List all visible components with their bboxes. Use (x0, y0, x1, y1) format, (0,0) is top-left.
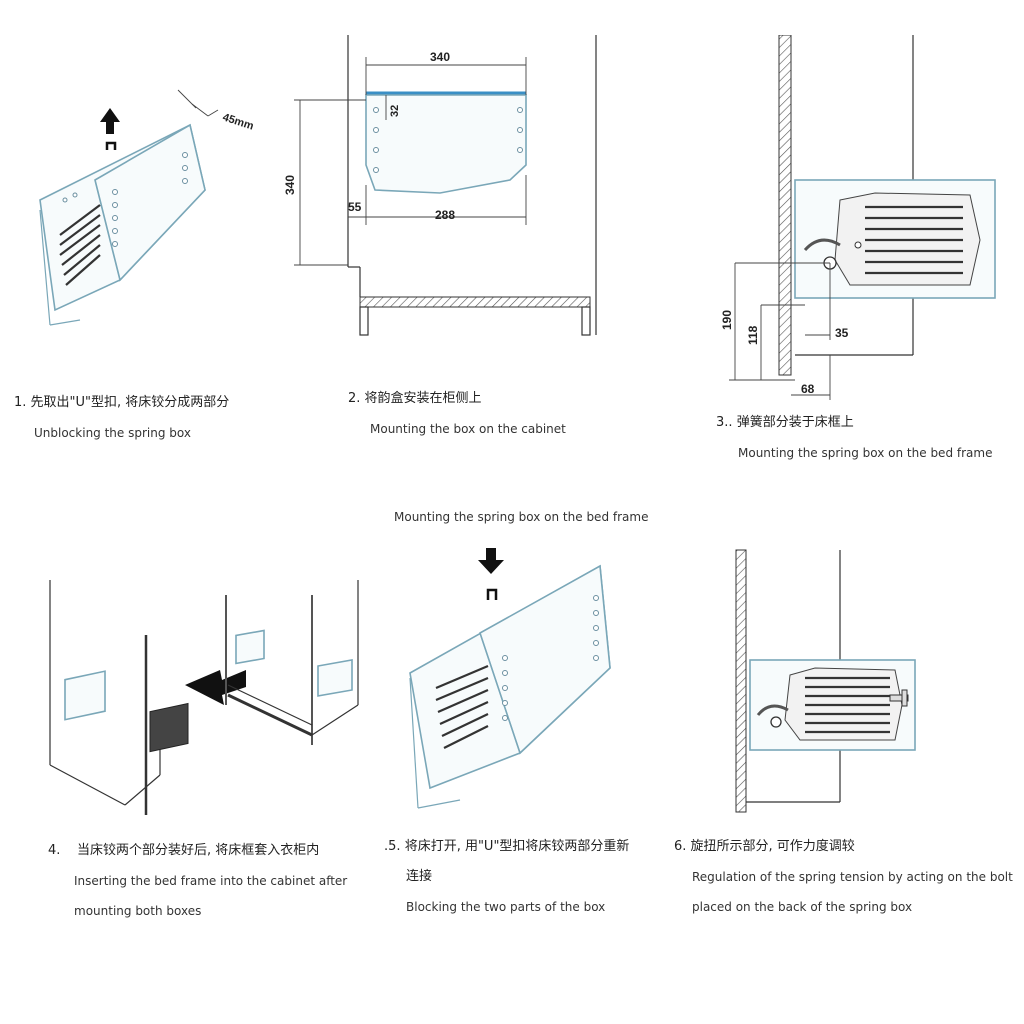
tension-bolt-icon (889, 689, 909, 707)
step1-diagram: 45mm (20, 70, 280, 350)
top-caption: Mounting the spring box on the bed frame (394, 502, 648, 532)
step-number: 3.. (716, 415, 733, 430)
dim-190: 190 (720, 310, 734, 330)
dim-55: 55 (348, 200, 362, 214)
step-title-en: Blocking the two parts of the box (406, 900, 606, 914)
step3-diagram: 190 118 35 68 (715, 34, 1005, 405)
arrow-up-icon (100, 108, 120, 134)
step-title-zh: 先取出"U"型扣, 将床铰分成两部分 (30, 395, 230, 410)
step-title-en-line2: placed on the back of the spring box (692, 900, 913, 914)
step-title-zh: 旋扭所示部分, 可作力度调较 (690, 839, 855, 854)
step-title-zh: 将韵盒安装在柜侧上 (364, 391, 482, 406)
spring-bundle (805, 676, 890, 734)
step-title-zh: 当床铰两个部分装好后, 将床框套入衣柜内 (76, 843, 320, 858)
dim-32: 32 (389, 105, 401, 117)
u-clip-icon (486, 588, 498, 600)
dim-45mm: 45mm (221, 111, 255, 132)
arrow-down-icon (478, 548, 504, 574)
step-title-en-line2: mounting both boxes (74, 904, 202, 918)
box-right (235, 629, 265, 665)
step-number: .5. (384, 839, 401, 854)
mounting-box (365, 94, 527, 194)
step-title-zh-line2: 连接 (406, 869, 433, 884)
box-left (64, 670, 106, 721)
step-title-en: Mounting the spring box on the bed frame (738, 446, 993, 460)
cabinet-shelf (359, 296, 591, 308)
step-title-en: Regulation of the spring tension by acti… (692, 870, 1013, 884)
step2-caption: 2. 将韵盒安装在柜侧上 Mounting the box on the cab… (348, 384, 566, 444)
step-title-en: Unblocking the spring box (34, 426, 191, 440)
dim-35: 35 (835, 326, 849, 340)
step2-diagram: 340 32 340 55 288 (280, 35, 610, 345)
step-title-en: Inserting the bed frame into the cabinet… (74, 874, 348, 888)
dim-288: 288 (435, 208, 455, 222)
cabinet-wall (735, 549, 747, 813)
step6-caption: 6. 旋扭所示部分, 可作力度调较 Regulation of the spri… (674, 832, 1013, 922)
dim-68: 68 (801, 382, 815, 396)
step4-caption: 4. 当床铰两个部分装好后, 将床框套入衣柜内 Inserting the be… (48, 836, 347, 926)
dim-340-side: 340 (283, 175, 297, 195)
step3-caption: 3.. 弹簧部分装于床框上 Mounting the spring box on… (716, 408, 992, 468)
step6-diagram (730, 540, 940, 820)
step-title-zh: 弹簧部分装于床框上 (736, 415, 854, 430)
dim-340-top: 340 (430, 50, 450, 64)
step1-caption: 1. 先取出"U"型扣, 将床铰分成两部分 Unblocking the spr… (14, 388, 229, 448)
u-clip-icon (105, 141, 117, 150)
dim-118: 118 (746, 325, 760, 345)
step-number: 2. (348, 391, 361, 406)
step-title-zh: 将床打开, 用"U"型扣将床铰两部分重新 (404, 839, 630, 854)
step5-caption: .5. 将床打开, 用"U"型扣将床铰两部分重新 连接 Blocking the… (384, 832, 629, 922)
step4-diagram (40, 575, 380, 820)
spring-bundle (865, 205, 963, 275)
insert-arrow-icon (185, 670, 246, 705)
step5-diagram (400, 538, 630, 818)
spring-bundle (435, 664, 489, 749)
step-title-en: Mounting the box on the cabinet (370, 422, 566, 436)
step-number: 6. (674, 839, 687, 854)
cabinet-wall (778, 34, 792, 376)
step-number: 1. (14, 395, 27, 410)
step-number: 4. (48, 843, 61, 858)
caption-text: Mounting the spring box on the bed frame (394, 510, 649, 524)
spring-bundle (59, 204, 101, 286)
